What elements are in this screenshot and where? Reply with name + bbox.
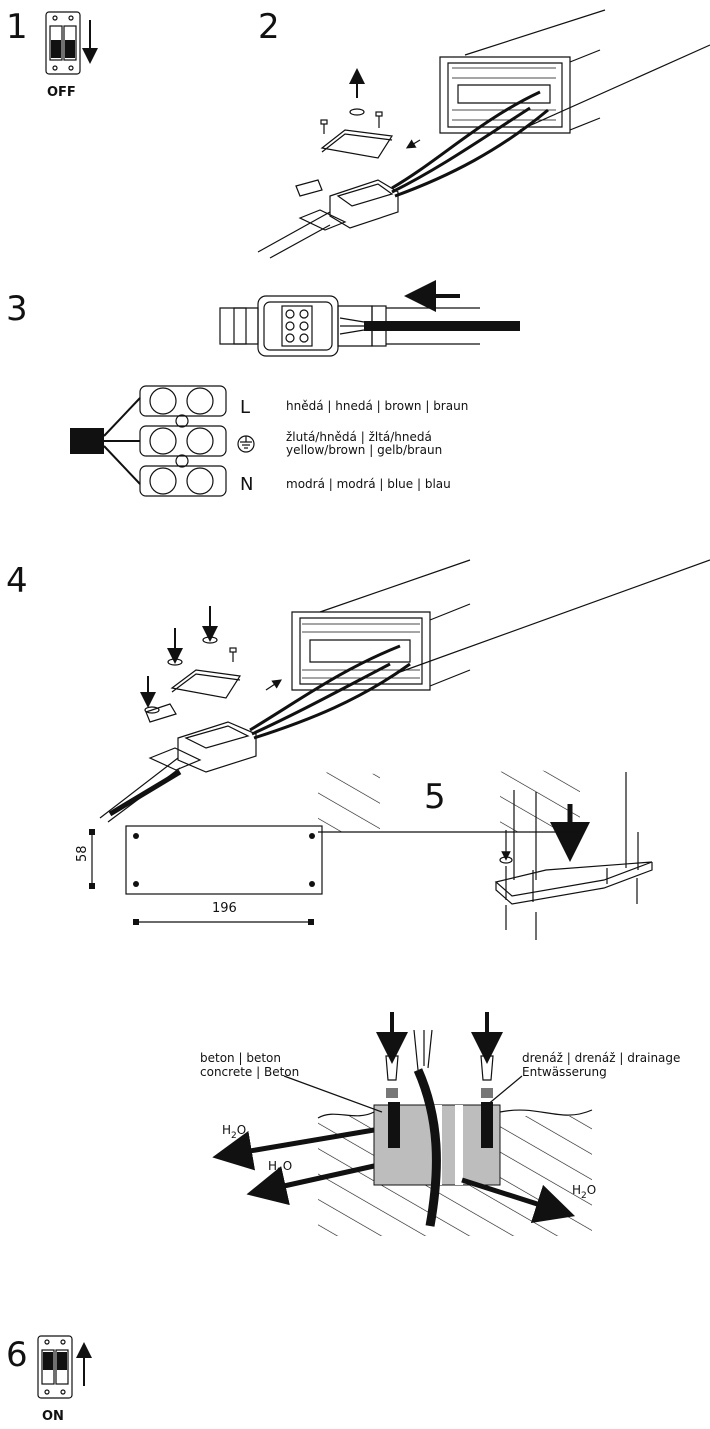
ground-hatch — [318, 768, 580, 833]
arrow-up-icon — [349, 68, 365, 116]
bolt-arrows-icon — [376, 1012, 503, 1098]
step-number-1: 1 — [6, 7, 28, 47]
neutral-symbol: N — [240, 474, 253, 495]
water-label-1: H2O — [222, 1123, 246, 1141]
step-number-6: 6 — [6, 1335, 28, 1375]
anchor-bolts — [499, 830, 639, 940]
terminal-block — [139, 385, 227, 497]
water-flow-arrows — [212, 1127, 576, 1223]
live-symbol: L — [240, 397, 250, 418]
luminaire-housing-step4 — [291, 559, 710, 691]
small-arrow-icon-step4 — [265, 679, 282, 691]
concrete-label-line1: beton | beton — [200, 1051, 281, 1065]
switch-on-label: ON — [42, 1409, 64, 1424]
step-number-5: 5 — [424, 777, 446, 817]
terminal-box-top-view — [219, 295, 520, 357]
supply-cable — [413, 1029, 441, 1227]
switch-off-icon — [45, 11, 81, 75]
luminaire-housing — [439, 9, 710, 134]
small-arrow-icon — [405, 139, 421, 149]
wires-step4 — [249, 644, 411, 740]
drainage-label-line1: drenáž | drenáž | drainage — [522, 1051, 680, 1065]
mounting-plate-grid — [452, 67, 556, 121]
earth-wire-label-line2: yellow/brown | gelb/braun — [286, 443, 442, 457]
power-cable — [70, 397, 141, 485]
water-label-2: H2O — [268, 1159, 292, 1177]
cable-clamp — [295, 179, 323, 197]
leader-lines — [283, 1075, 523, 1113]
cover-plate — [320, 129, 394, 159]
switch-off-label: OFF — [47, 85, 76, 100]
water-label-3: H2O — [572, 1183, 596, 1201]
junction-box-closed — [99, 703, 257, 823]
live-wire-label: hnědá | hnedá | brown | braun — [286, 399, 468, 413]
step-number-3: 3 — [6, 289, 28, 329]
screw-arrows-icon — [140, 606, 237, 714]
junction-box — [257, 179, 399, 259]
concrete-label-line2: concrete | Beton — [200, 1065, 299, 1079]
base-dimension-drawing — [89, 825, 323, 925]
wires — [391, 90, 549, 198]
earth-wire-label-line1: žlutá/hnědá | žltá/hnedá — [286, 430, 432, 444]
neutral-wire-label: modrá | modrá | blue | blau — [286, 477, 451, 491]
drainage-label-line2: Entwässerung — [522, 1065, 607, 1079]
step-number-2: 2 — [258, 7, 280, 47]
switch-on-icon — [37, 1335, 73, 1399]
ground-symbol-icon — [237, 435, 255, 453]
screw-icon — [320, 111, 383, 134]
height-dimension-label: 58 — [75, 845, 90, 862]
cover-plate-step4 — [170, 669, 242, 699]
step-number-4: 4 — [6, 561, 28, 601]
width-dimension-label: 196 — [212, 901, 237, 916]
